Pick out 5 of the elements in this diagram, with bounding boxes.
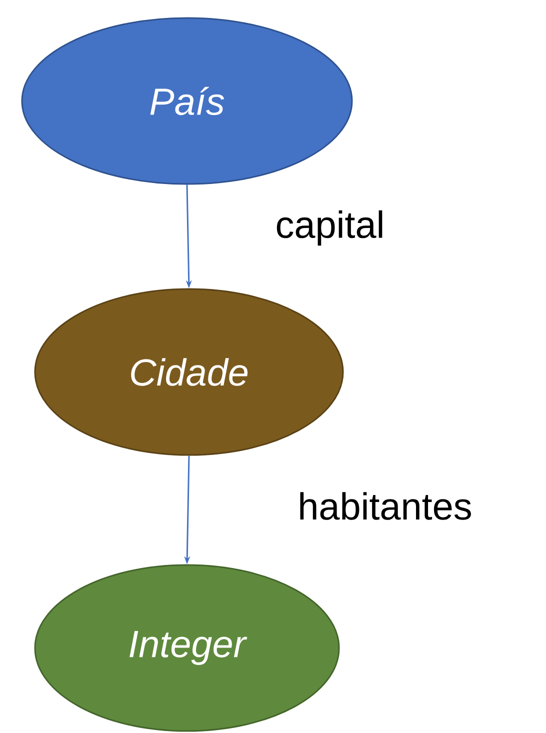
ellipse-node: Integer bbox=[34, 564, 340, 732]
ellipse-node: Cidade bbox=[34, 288, 344, 456]
edge-label: capital bbox=[276, 210, 382, 246]
edge-label: habitantes bbox=[300, 492, 471, 520]
ellipse-node: País bbox=[21, 17, 353, 185]
